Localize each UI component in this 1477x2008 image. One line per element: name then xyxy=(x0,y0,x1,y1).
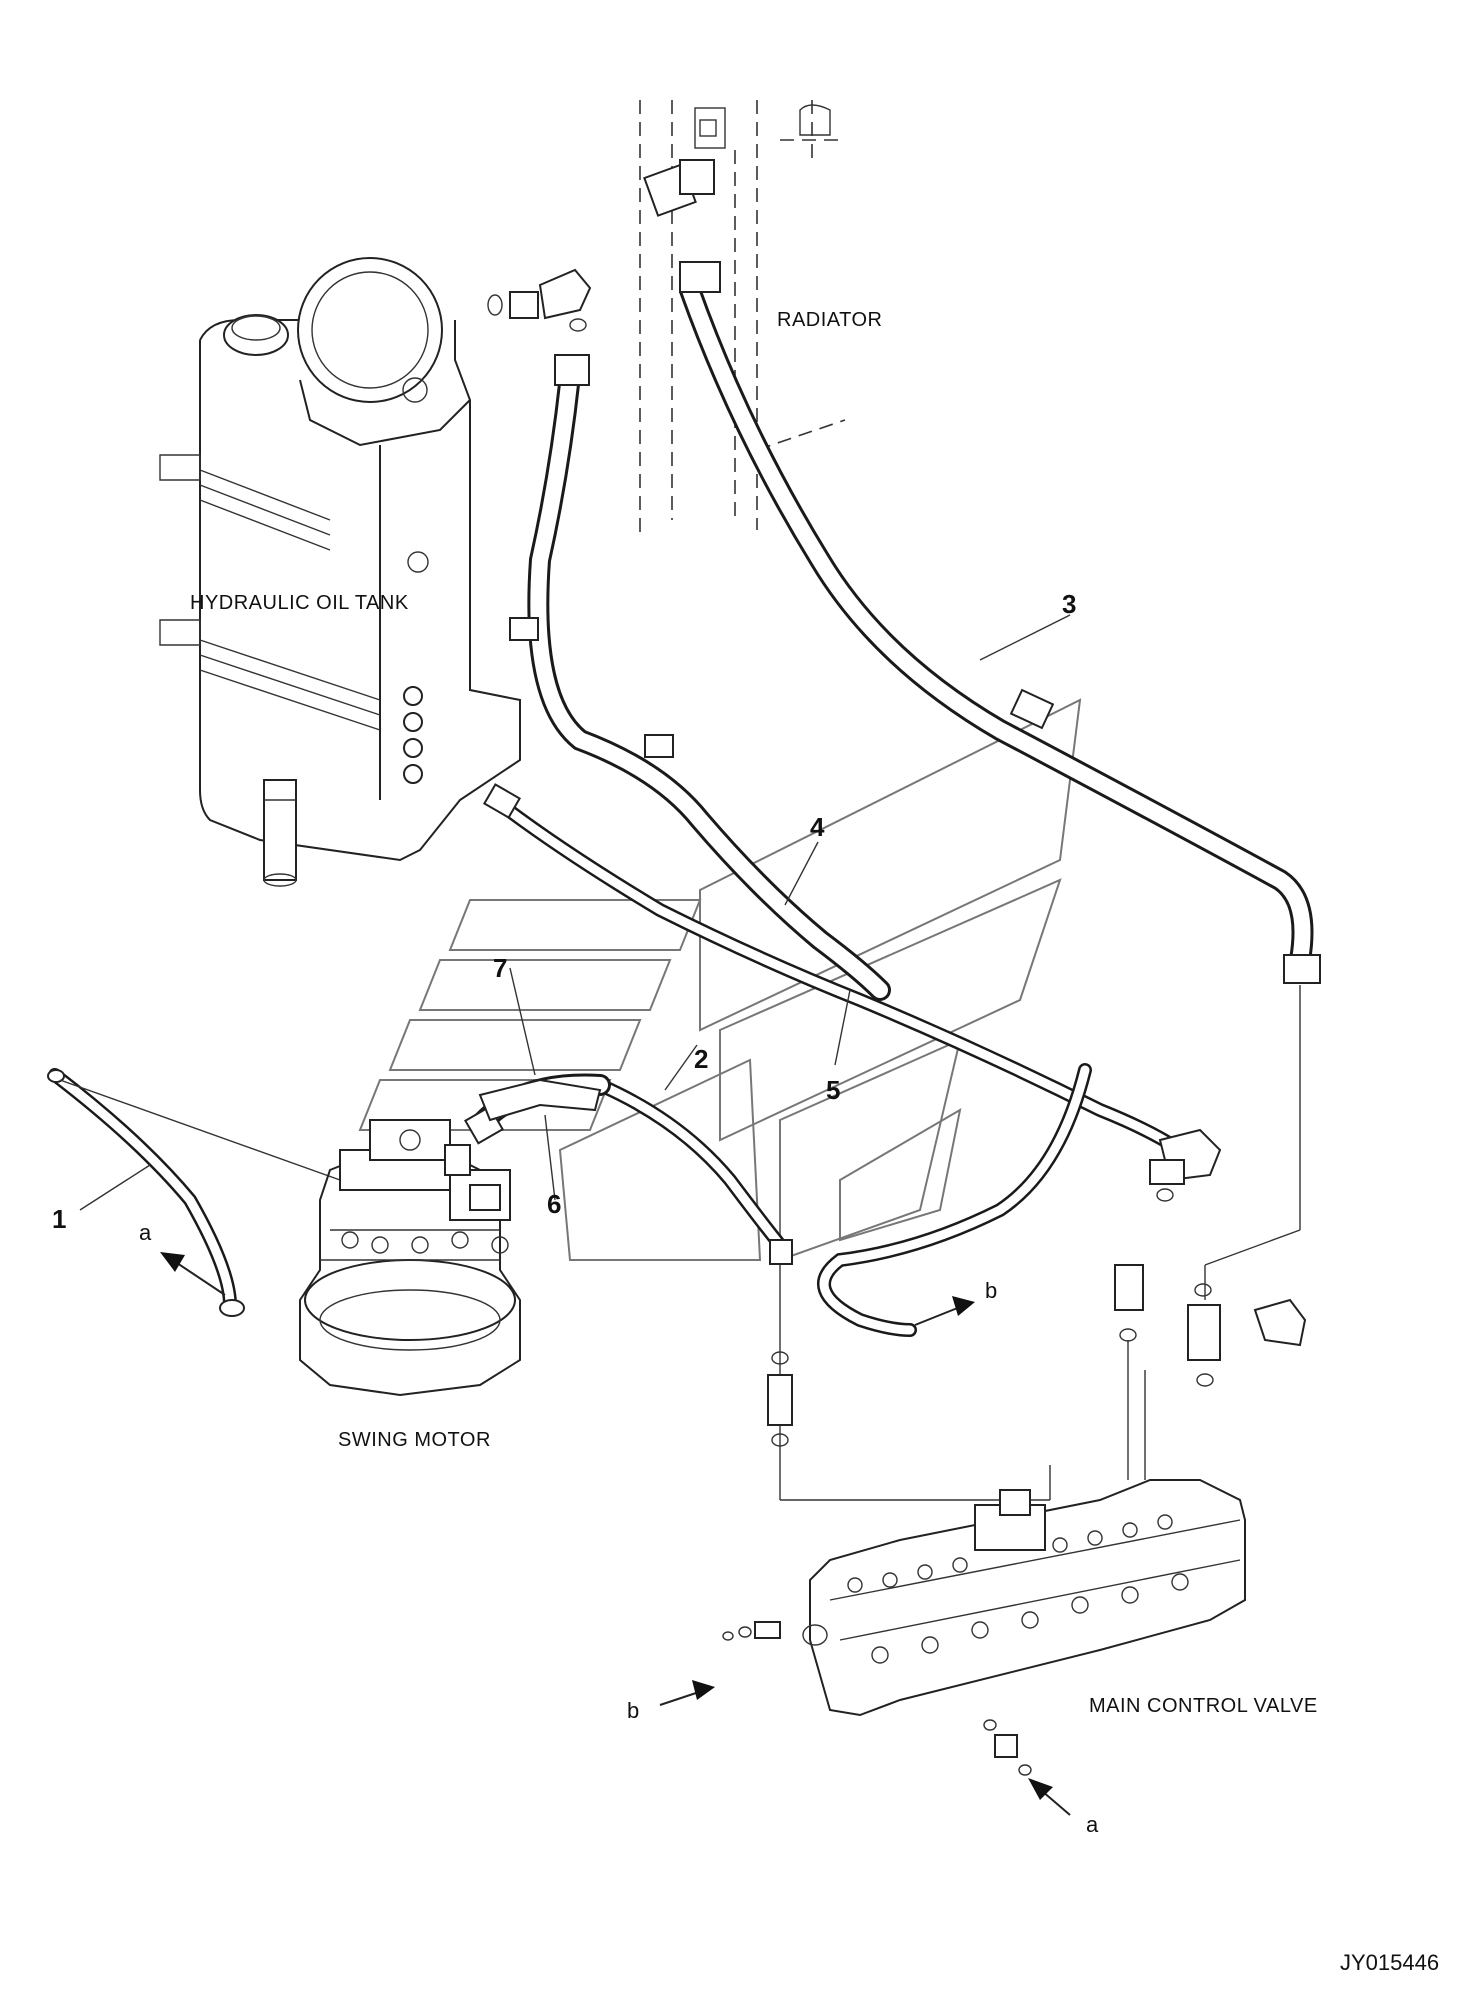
part-number-7: 7 xyxy=(493,953,507,983)
hose-4 xyxy=(509,354,891,1001)
radiator-outline xyxy=(639,100,846,540)
reference-arrows xyxy=(160,1252,1071,1816)
main-control-valve xyxy=(722,1479,1246,1776)
part-number-6: 6 xyxy=(547,1189,561,1219)
swing-motor xyxy=(299,1119,521,1397)
hose-3 xyxy=(679,261,1321,1300)
tank-return-fitting xyxy=(487,268,592,332)
part-number-4: 4 xyxy=(810,812,825,842)
valve-fittings xyxy=(767,1188,1307,1480)
hose-6 xyxy=(464,1073,611,1145)
part-number-3: 3 xyxy=(1062,589,1076,619)
hose-2 xyxy=(593,1078,1051,1501)
part-number-2: 2 xyxy=(694,1044,708,1074)
part-number-5: 5 xyxy=(826,1075,840,1105)
ref-a-valve: a xyxy=(1086,1812,1099,1837)
hose-5 xyxy=(483,783,1222,1185)
part-number-1: 1 xyxy=(52,1204,66,1234)
hydraulic-oil-tank-label: HYDRAULIC OIL TANK xyxy=(190,592,409,614)
ref-b-hose: b xyxy=(985,1278,997,1303)
hose-1 xyxy=(47,1068,341,1317)
ref-a-swing: a xyxy=(139,1220,152,1245)
main-control-valve-label: MAIN CONTROL VALVE xyxy=(1089,1695,1318,1717)
ref-b-valve: b xyxy=(627,1698,639,1723)
drawing-id: JY015446 xyxy=(1340,1950,1439,1975)
hydraulic-oil-tank xyxy=(159,257,521,887)
hose-b-loop xyxy=(817,1063,1092,1337)
radiator-label: RADIATOR xyxy=(777,309,883,331)
swing-motor-label: SWING MOTOR xyxy=(338,1429,491,1451)
leader-lines xyxy=(79,614,1071,1211)
